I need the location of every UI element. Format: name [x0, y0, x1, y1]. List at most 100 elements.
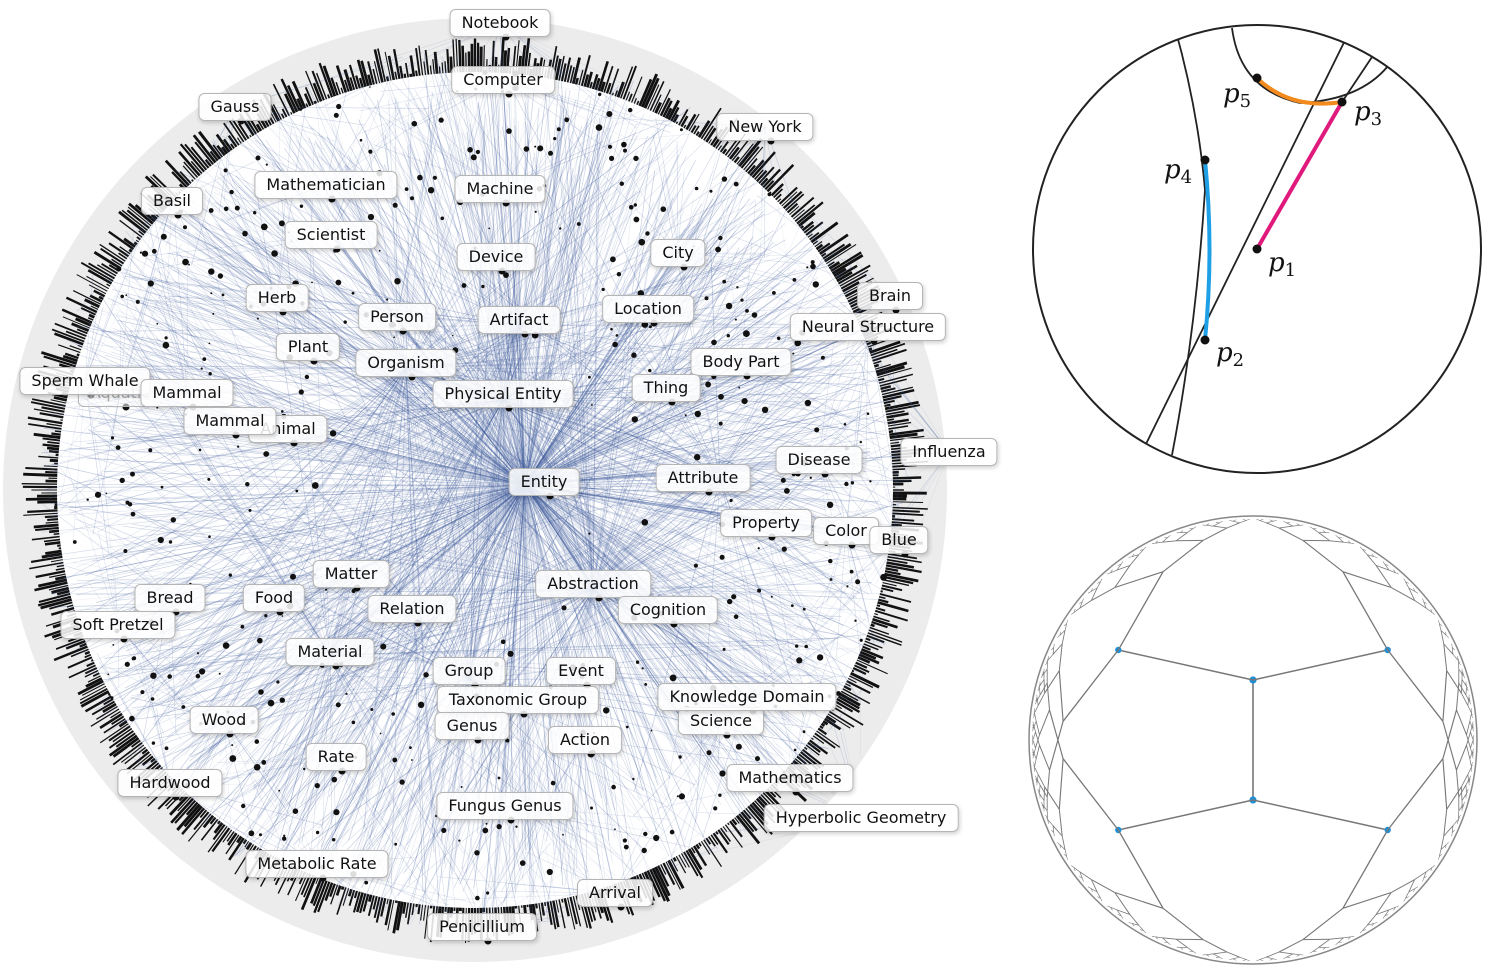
- edge: [524, 319, 848, 486]
- boundary-node-cluster: [25, 467, 61, 471]
- tree-edge: [1034, 700, 1038, 705]
- tree-edge: [1375, 565, 1392, 588]
- edge: [524, 484, 845, 687]
- tree-edge: [1035, 731, 1040, 746]
- tree-edge: [1162, 937, 1177, 940]
- tree-edge: [1118, 799, 1254, 831]
- edge: [87, 457, 526, 486]
- boundary-node-cluster: [642, 77, 660, 112]
- node: [295, 489, 299, 493]
- tree-edge: [1279, 951, 1293, 955]
- node: [156, 322, 159, 325]
- node: [72, 540, 77, 544]
- tree-edge: [1091, 587, 1116, 601]
- edge: [614, 801, 689, 894]
- tree-edge: [1143, 546, 1147, 550]
- edge: [41, 484, 526, 533]
- label-p3: p3: [1354, 97, 1382, 130]
- label-mammal-1: Mammal: [140, 379, 234, 407]
- edge: [126, 335, 721, 481]
- label-mathematician: Mathematician: [254, 171, 398, 199]
- edge: [140, 249, 526, 486]
- boundary-node-cluster: [40, 351, 79, 366]
- edge: [499, 103, 509, 190]
- node: [641, 519, 649, 526]
- node: [736, 286, 739, 289]
- edge: [142, 239, 289, 430]
- tree-edge: [1192, 526, 1197, 529]
- edge: [48, 502, 594, 591]
- tree-edge: [1373, 922, 1378, 924]
- edge: [666, 479, 721, 791]
- edge: [524, 234, 827, 486]
- edge: [555, 124, 594, 591]
- hub-edge: [171, 200, 526, 486]
- edge: [592, 329, 846, 591]
- node: [333, 809, 340, 816]
- edge: [385, 80, 526, 486]
- tree-edge: [1347, 936, 1351, 940]
- edge: [519, 167, 742, 326]
- edge: [524, 484, 850, 702]
- edge: [502, 135, 638, 395]
- boundary-node-cluster: [873, 361, 908, 374]
- node: [631, 416, 638, 423]
- node: [816, 654, 824, 661]
- edge: [99, 661, 171, 784]
- tree-edge: [1466, 687, 1469, 692]
- node: [333, 112, 339, 118]
- node: [485, 822, 488, 825]
- edge: [122, 367, 407, 435]
- tree-edge: [1037, 788, 1040, 793]
- label-fungus-genus: Fungus Genus: [436, 792, 574, 820]
- edge: [202, 479, 721, 731]
- boundary-node-cluster: [824, 711, 851, 729]
- edge: [524, 225, 695, 486]
- edge: [592, 412, 889, 591]
- node: [207, 477, 211, 481]
- tree-edge: [1343, 936, 1351, 939]
- boundary-node-cluster: [846, 673, 874, 689]
- edge: [276, 110, 281, 299]
- edge: [524, 484, 778, 690]
- boundary-node-cluster: [35, 526, 61, 532]
- node: [757, 547, 760, 550]
- edge: [212, 138, 278, 299]
- tree-edge: [1100, 898, 1103, 902]
- edge: [502, 399, 732, 716]
- tree-edge: [1461, 679, 1467, 686]
- node: [278, 220, 285, 227]
- node: [258, 689, 264, 695]
- edge: [165, 201, 721, 481]
- node: [345, 692, 348, 695]
- boundary-node-cluster: [80, 261, 116, 284]
- edge: [459, 589, 594, 885]
- node: [386, 298, 389, 301]
- hub-edge: [468, 484, 526, 672]
- edge: [502, 399, 816, 713]
- node: [669, 829, 675, 835]
- node: [460, 786, 463, 788]
- edge: [524, 373, 794, 486]
- tree-edge: [1423, 871, 1427, 879]
- edge: [335, 484, 526, 852]
- edge: [149, 301, 526, 486]
- edge: [524, 484, 572, 813]
- edge: [335, 756, 406, 923]
- edge: [119, 484, 526, 727]
- edge: [330, 85, 369, 236]
- tree-edge: [1461, 693, 1469, 706]
- hub-edge: [524, 484, 862, 819]
- node: [734, 318, 737, 321]
- edge: [524, 198, 756, 486]
- edge: [524, 484, 817, 555]
- boundary-node-cluster: [127, 206, 155, 229]
- tree-edge: [1259, 519, 1264, 521]
- tree-edge: [1466, 731, 1471, 746]
- edge: [115, 367, 407, 559]
- tree-edge: [1309, 951, 1314, 954]
- edge: [196, 399, 504, 717]
- point-p5: [1252, 73, 1262, 83]
- tree-edge: [1116, 565, 1131, 571]
- edge: [178, 234, 526, 486]
